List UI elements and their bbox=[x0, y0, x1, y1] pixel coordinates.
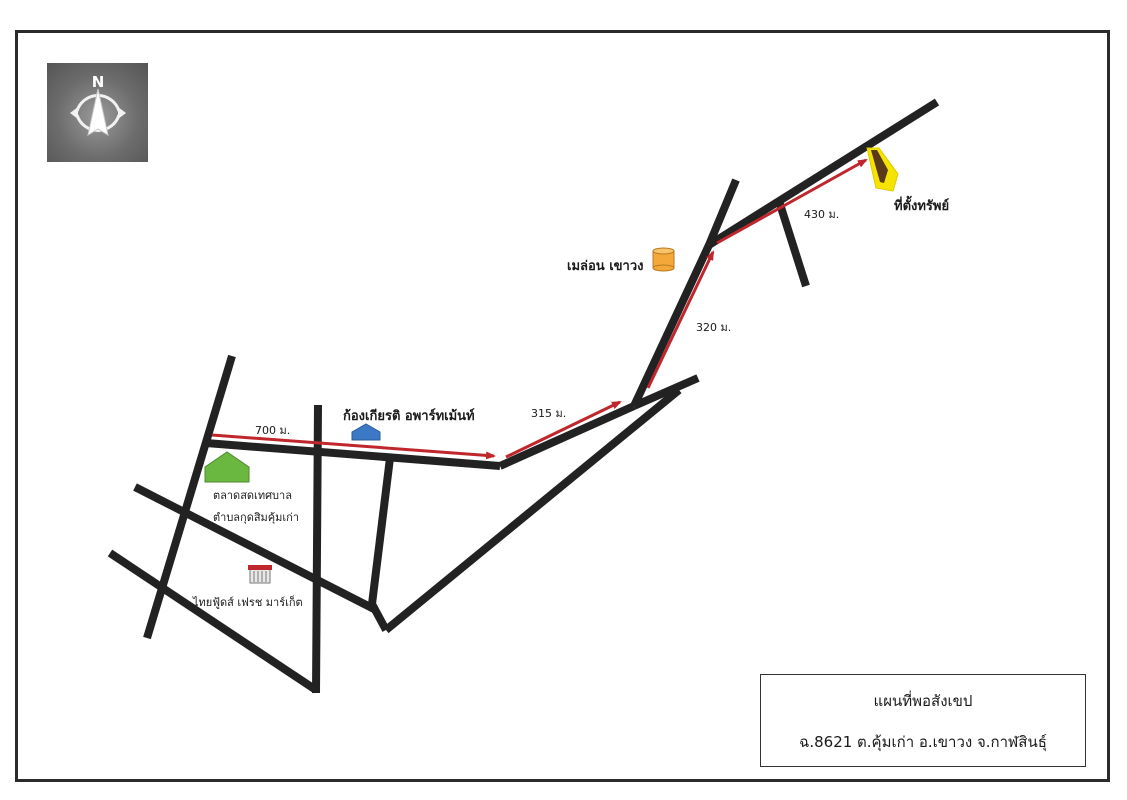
legend-title: แผนที่พอสังเขป bbox=[873, 692, 973, 710]
road-north-tip bbox=[705, 178, 740, 247]
apartment-label: ก้องเกียรติ อพาร์ทเม้นท์ bbox=[343, 409, 475, 424]
road-south-spur bbox=[368, 457, 394, 605]
road-diagonal-lower bbox=[133, 483, 378, 614]
road-main-west bbox=[205, 439, 501, 470]
distance-label-430: 430 ม. bbox=[804, 208, 840, 221]
route-segment-430 bbox=[716, 158, 868, 245]
supermarket-label: ไทยฟู้ดส์ เฟรช มาร์เก็ต bbox=[193, 596, 303, 609]
water-tank-label: เมล่อน เขาวง bbox=[567, 259, 644, 274]
apartment-marker-icon bbox=[351, 423, 381, 441]
distance-label-320: 320 ม. bbox=[696, 321, 732, 334]
road-long-diagonal bbox=[383, 386, 682, 634]
route-path bbox=[211, 158, 868, 460]
supermarket-icon bbox=[248, 565, 272, 584]
property-label: ที่ตั้งทรัพย์ bbox=[894, 199, 950, 214]
market-label-line2: ตำบลกุดสิมคุ้มเก่า bbox=[213, 511, 300, 524]
compass-icon: N bbox=[47, 63, 148, 162]
route-segment-320 bbox=[646, 250, 715, 389]
water-tank-icon bbox=[652, 247, 675, 272]
road-main-center bbox=[498, 402, 636, 470]
route-segment-700 bbox=[211, 433, 496, 460]
road-short-link bbox=[368, 602, 390, 632]
road-branch-south bbox=[775, 199, 810, 288]
route-segment-315 bbox=[505, 400, 622, 459]
market-marker-icon bbox=[204, 451, 250, 483]
road-northbound bbox=[630, 243, 713, 408]
road-network bbox=[107, 98, 940, 694]
map-frame bbox=[15, 30, 1110, 782]
legend-box: แผนที่พอสังเขป ฉ.8621 ต.คุ้มเก่า อ.เขาวง… bbox=[760, 674, 1086, 767]
market-label-line1: ตลาดสดเทศบาล bbox=[213, 489, 292, 502]
distance-label-700: 700 ม. bbox=[255, 424, 291, 437]
road-diagonal-southwest bbox=[107, 549, 319, 694]
road-east-stub bbox=[632, 374, 700, 410]
compass-north-label: N bbox=[92, 73, 105, 91]
property-marker-icon bbox=[866, 147, 899, 192]
legend-subtitle: ฉ.8621 ต.คุ้มเก่า อ.เขาวง จ.กาฬสินธุ์ bbox=[799, 733, 1047, 751]
distance-label-315: 315 ม. bbox=[531, 407, 567, 420]
road-northeast bbox=[706, 98, 940, 249]
